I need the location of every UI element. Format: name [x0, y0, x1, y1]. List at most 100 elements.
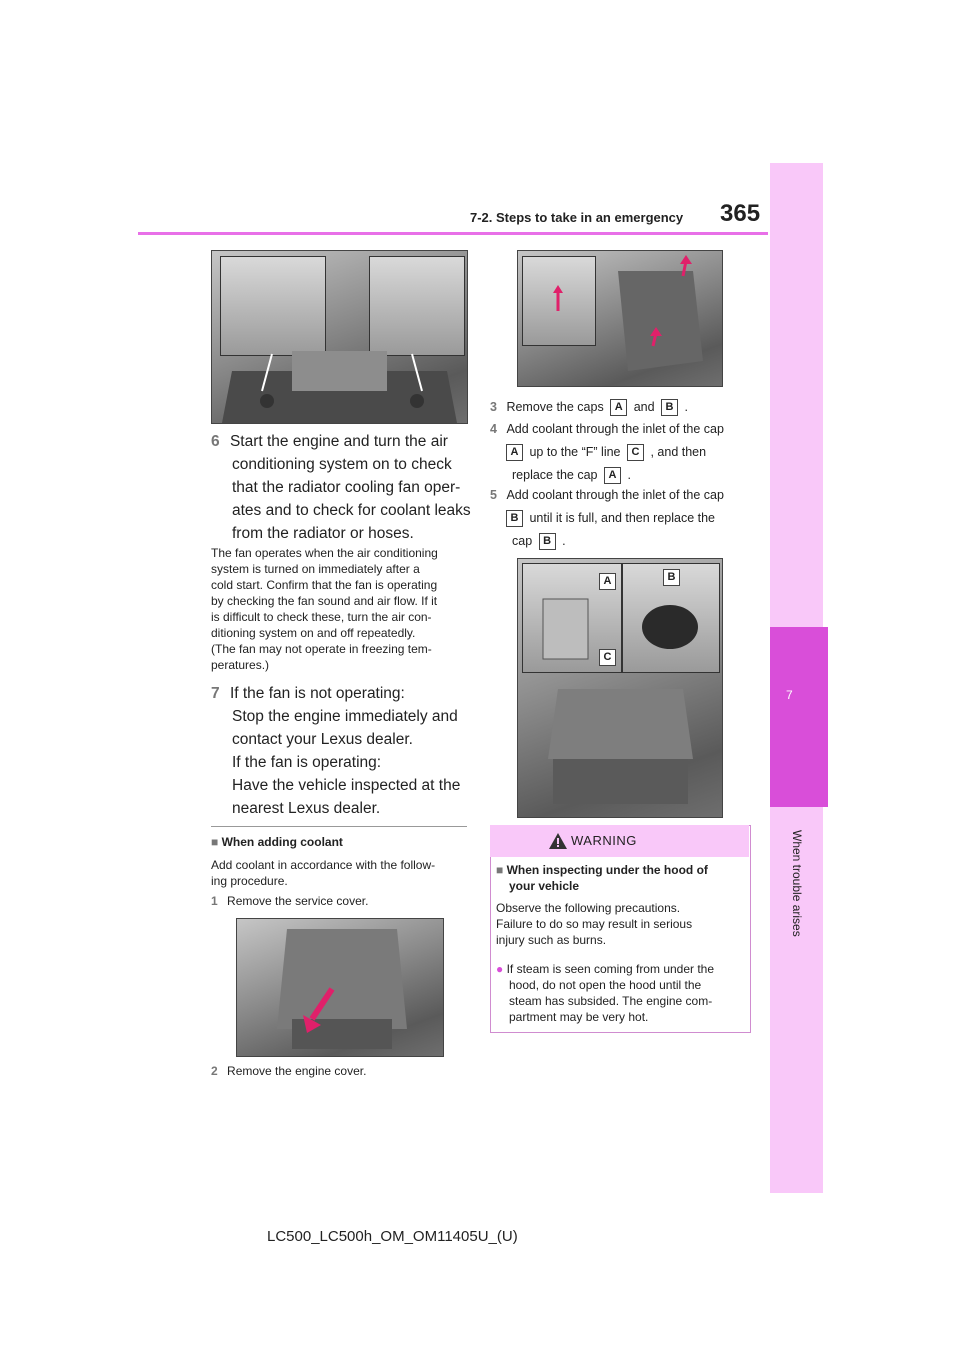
- bullet-dot-icon: ●: [496, 962, 504, 976]
- warning-body: Observe the following precautions. Failu…: [496, 900, 746, 948]
- figure-caps-abc: A C B: [517, 558, 723, 818]
- step-6-line-5: from the radiator or hoses.: [232, 525, 414, 542]
- figure-engine-bay-reservoir: [211, 250, 468, 424]
- page-number: 365: [720, 200, 761, 227]
- step-5-text-a: Add coolant through the inlet of the cap: [506, 488, 724, 502]
- warning-body-line-3: injury such as burns.: [496, 933, 607, 947]
- fan-note: The fan operates when the air conditioni…: [211, 545, 476, 673]
- step-4: 4 Add coolant through the inlet of the c…: [490, 419, 760, 486]
- step-7-line-6: nearest Lexus dealer.: [232, 800, 381, 817]
- step-4-text-d: replace the cap: [512, 468, 598, 482]
- warning-body-line-1: Observe the following precautions.: [496, 901, 681, 915]
- step-1-text: Remove the service cover.: [227, 894, 369, 908]
- label-b-tag: B: [506, 510, 523, 528]
- figure-service-drawing: [277, 929, 407, 1049]
- figure-caps-drawing: [542, 598, 698, 804]
- figure-service-cover: [236, 918, 444, 1057]
- step-6-continued: conditioning system on to check that the…: [232, 453, 477, 545]
- figure-engine-drawing: [222, 351, 457, 423]
- fan-note-line-3: cold start. Confirm that the fan is oper…: [211, 578, 438, 592]
- figure-engine-covers: [517, 250, 723, 387]
- step-2-number: 2: [211, 1064, 218, 1078]
- warning-triangle-icon: [549, 833, 567, 849]
- warning-bullet-line-2: hood, do not open the hood until the: [509, 978, 702, 992]
- label-b-tag: B: [661, 399, 679, 417]
- step-6-line-4: ates and to check for coolant leaks: [232, 502, 471, 519]
- fan-note-line-8: peratures.): [211, 658, 270, 672]
- fan-note-line-5: is difficult to check these, turn the ai…: [211, 610, 432, 624]
- adding-coolant-heading-text: When adding coolant: [221, 835, 343, 849]
- fan-note-line-2: system is turned on immediately after a: [211, 562, 420, 576]
- section-divider: [211, 826, 467, 827]
- step-2: 2 Remove the engine cover.: [211, 1063, 366, 1079]
- chapter-number: 7: [786, 688, 793, 702]
- step-4-number: 4: [490, 422, 497, 436]
- adding-coolant-heading: ■ When adding coolant: [211, 834, 343, 850]
- step-4-text-b: up to the “F” line: [529, 445, 621, 459]
- warning-bullet-line-3: steam has subsided. The engine com-: [509, 994, 713, 1008]
- step-1-number: 1: [211, 894, 218, 908]
- section-title: 7-2. Steps to take in an emergency: [470, 210, 684, 225]
- heading-square-icon: ■: [496, 863, 504, 877]
- warning-heading-line-2: your vehicle: [509, 879, 580, 893]
- step-5-text-d: .: [562, 534, 566, 548]
- fan-note-line-1: The fan operates when the air conditioni…: [211, 546, 438, 560]
- fan-note-line-4: by checking the fan sound and air flow. …: [211, 594, 438, 608]
- step-4-text-e: .: [627, 468, 631, 482]
- figure-cover-drawing: [553, 255, 703, 371]
- step-7-line-1: If the fan is not operating:: [229, 685, 405, 702]
- step-3-text-a: Remove the caps: [506, 400, 604, 414]
- figure-label-c: C: [599, 649, 616, 666]
- step-3: 3 Remove the caps A and B .: [490, 397, 688, 418]
- step-6-number: 6: [211, 433, 220, 450]
- adding-intro-line-1: Add coolant in accordance with the follo…: [211, 858, 436, 872]
- warning-bullet: ● If steam is seen coming from under the…: [496, 961, 746, 1025]
- figure-label-b: B: [663, 569, 680, 586]
- warning-header: [490, 825, 749, 857]
- figure-label-a: A: [599, 573, 616, 590]
- figure-inset-reservoir: [220, 256, 326, 356]
- step-6: 6 Start the engine and turn the air: [211, 430, 471, 453]
- label-b-tag: B: [538, 533, 556, 551]
- step-2-text: Remove the engine cover.: [227, 1064, 367, 1078]
- header-rule: [138, 232, 768, 235]
- step-7-line-4: If the fan is operating:: [232, 754, 382, 771]
- warning-title: WARNING: [571, 833, 637, 848]
- warning-bullet-line-4: partment may be very hot.: [509, 1010, 649, 1024]
- chapter-active-marker: [770, 627, 828, 807]
- figure-inset-radiator-cap: [369, 256, 465, 356]
- warning-heading-line-1: When inspecting under the hood of: [506, 863, 708, 877]
- step-3-number: 3: [490, 400, 497, 414]
- step-4-text-a: Add coolant through the inlet of the cap: [506, 422, 724, 436]
- step-3-text-c: .: [684, 400, 688, 414]
- warning-heading: ■ When inspecting under the hood of your…: [496, 862, 746, 894]
- step-7-number: 7: [211, 685, 220, 702]
- step-5-text-c: cap: [512, 534, 533, 548]
- step-7: 7 If the fan is not operating:: [211, 682, 471, 705]
- label-a-tag: A: [506, 444, 523, 462]
- adding-coolant-intro: Add coolant in accordance with the follo…: [211, 857, 476, 889]
- step-6-line-3: that the radiator cooling fan oper-: [232, 479, 461, 496]
- step-6-line-1: Start the engine and turn the air: [229, 433, 448, 450]
- step-7-line-5: Have the vehicle inspected at the: [232, 777, 461, 794]
- step-6-line-2: conditioning system on to check: [232, 456, 452, 473]
- step-4-text-c: , and then: [650, 445, 707, 459]
- heading-square-icon: ■: [211, 835, 219, 849]
- document-code: LC500_LC500h_OM_OM11405U_(U): [267, 1228, 518, 1245]
- step-7-line-3: contact your Lexus dealer.: [232, 731, 413, 748]
- warning-bullet-line-1: If steam is seen coming from under the: [506, 962, 715, 976]
- fan-note-line-6: ditioning system on and off repeatedly.: [211, 626, 416, 640]
- fan-note-line-7: (The fan may not operate in freezing tem…: [211, 642, 432, 656]
- chapter-label: When trouble arises: [790, 830, 804, 937]
- step-7-continued: Stop the engine immediately and contact …: [232, 705, 477, 820]
- step-1: 1 Remove the service cover.: [211, 893, 368, 909]
- step-5-number: 5: [490, 488, 497, 502]
- step-7-line-2: Stop the engine immediately and: [232, 708, 458, 725]
- step-5-text-b: until it is full, and then replace the: [529, 511, 716, 525]
- adding-intro-line-2: ing procedure.: [211, 874, 288, 888]
- warning-body-line-2: Failure to do so may result in serious: [496, 917, 693, 931]
- step-3-text-b: and: [633, 400, 655, 414]
- label-a-tag: A: [603, 467, 621, 485]
- step-5: 5 Add coolant through the inlet of the c…: [490, 485, 760, 552]
- label-a-tag: A: [610, 399, 628, 417]
